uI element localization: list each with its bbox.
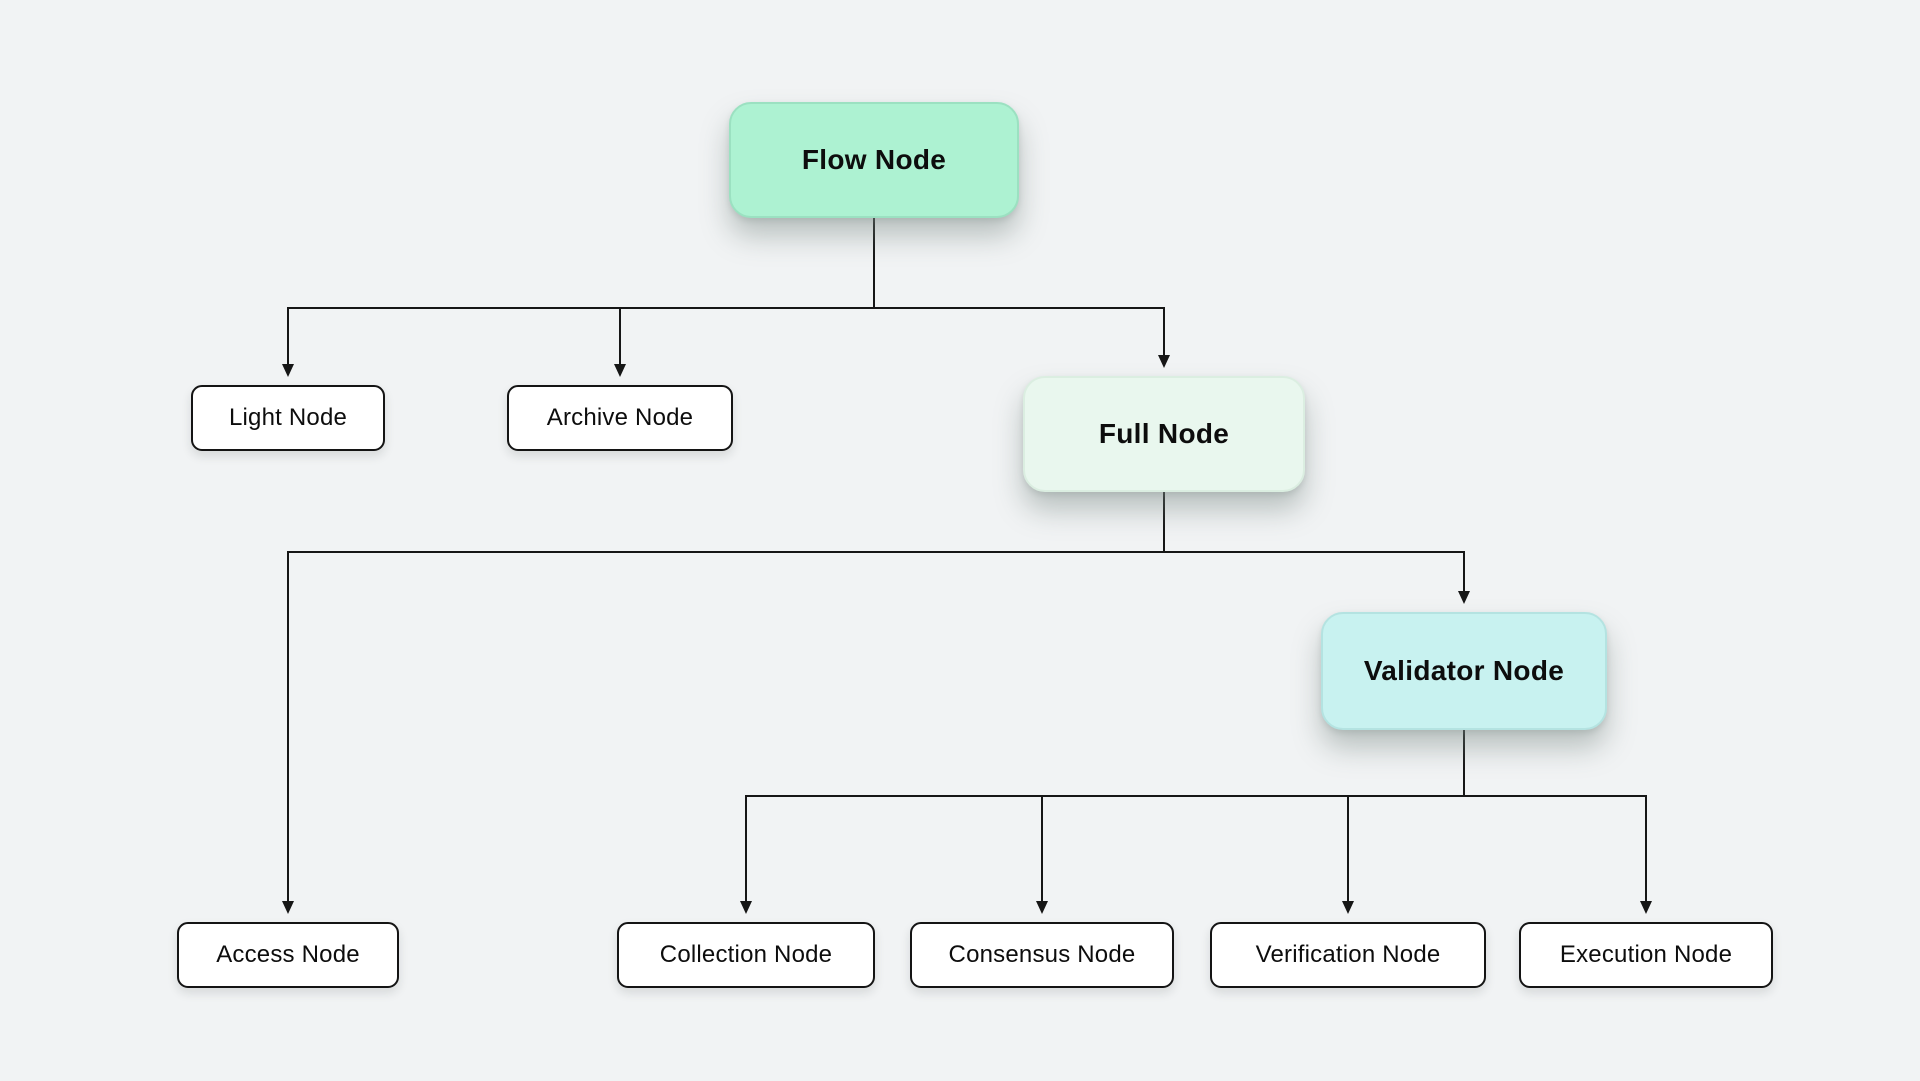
edge-flow-light <box>282 218 875 377</box>
edge-full-access <box>282 492 1165 914</box>
edge-validator-collection <box>740 730 1465 914</box>
node-consensus: Consensus Node <box>910 922 1174 988</box>
edge-flow-full <box>873 218 1170 368</box>
node-access-label: Access Node <box>216 941 360 968</box>
node-consensus-label: Consensus Node <box>948 941 1136 968</box>
edge-flow-archive <box>614 218 875 377</box>
node-verification-label: Verification Node <box>1255 941 1441 968</box>
node-collection-label: Collection Node <box>659 941 833 968</box>
edge-validator-verification <box>1342 730 1465 914</box>
node-collection: Collection Node <box>617 922 875 988</box>
node-archive-label: Archive Node <box>546 404 694 431</box>
node-archive: Archive Node <box>507 385 733 451</box>
node-light: Light Node <box>191 385 385 451</box>
node-execution-label: Execution Node <box>1559 941 1733 968</box>
node-flow-label: Flow Node <box>801 144 947 175</box>
node-flow: Flow Node <box>729 102 1019 218</box>
node-full-label: Full Node <box>1098 418 1230 449</box>
edge-validator-execution <box>1463 730 1652 914</box>
node-validator: Validator Node <box>1321 612 1607 730</box>
node-light-label: Light Node <box>228 404 348 431</box>
node-access: Access Node <box>177 922 399 988</box>
node-full: Full Node <box>1023 376 1305 492</box>
node-execution: Execution Node <box>1519 922 1773 988</box>
node-verification: Verification Node <box>1210 922 1486 988</box>
node-validator-label: Validator Node <box>1363 655 1565 686</box>
edge-validator-consensus <box>1036 730 1465 914</box>
edge-full-validator <box>1163 492 1470 604</box>
